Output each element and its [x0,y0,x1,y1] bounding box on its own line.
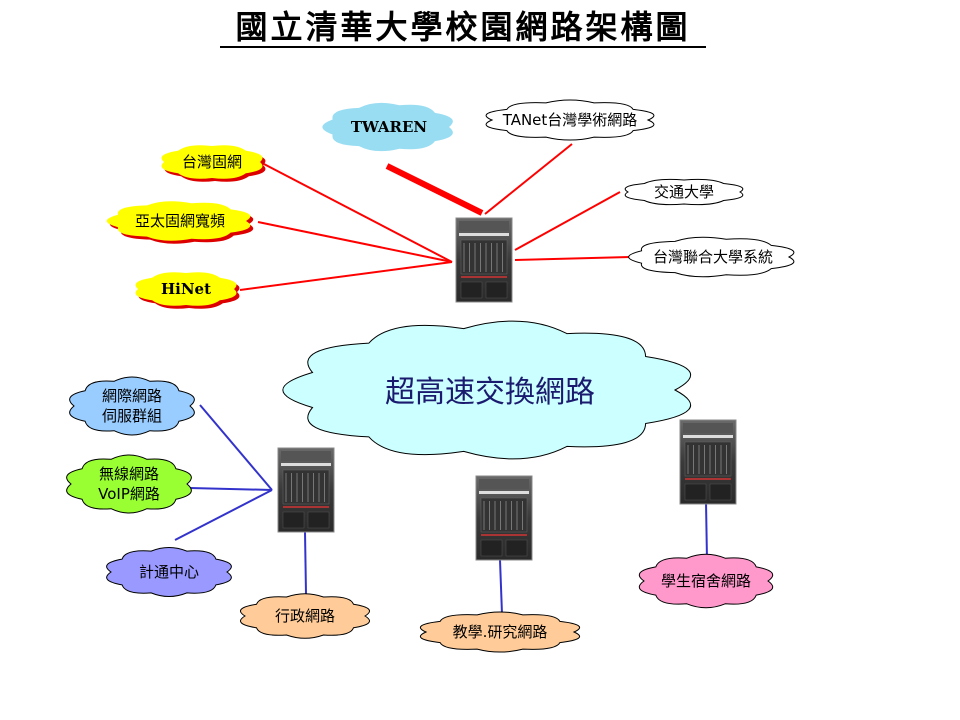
link-apol [257,221,453,263]
link-research [499,559,503,615]
cloud-admin: 行政網路 [240,593,370,639]
cloud-research-label: 教學.研究網路 [453,623,548,641]
cloud-server-shape [69,376,195,436]
cloud-hinet-shape [135,272,237,306]
link-twfixed [261,162,453,263]
core-network-cloud-label: 超高速交換網路 [385,375,595,410]
cloud-research: 教學.研究網路 [419,611,581,653]
link-server [199,404,273,491]
cloud-server-label: 網際網路 [102,387,162,405]
cloud-tanet-shape [485,99,655,141]
core-switch-top [455,217,513,303]
link-admin [304,531,307,595]
cloud-ust-label: 台灣聯合大學系統 [653,248,773,266]
core-network-cloud-shape [282,320,692,460]
cloud-nctu-shape [624,178,744,206]
cloud-research-shape [419,611,581,653]
cloud-dorm-label: 學生宿舍網路 [661,572,751,590]
link-twaren [385,163,484,216]
cloud-dorm-shape [638,553,774,609]
cloud-twfixed: 台灣固網 [161,145,266,182]
link-hinet [239,261,453,291]
cloud-cc-label: 計通中心 [139,563,199,581]
cloud-tanet-label: TANet台灣學術網路 [502,111,638,129]
cloud-wireless-label: 無線網路 [99,465,159,483]
link-dorm [705,501,708,561]
switch-right [679,419,737,505]
core-network-cloud: 超高速交換網路 [282,320,692,460]
cloud-twaren-shape [322,102,453,152]
cloud-twfixed-label: 台灣固網 [182,153,242,171]
cloud-wireless-shape [66,454,192,514]
cloud-nctu: 交通大學 [624,178,744,206]
cloud-admin-shape [240,593,370,639]
cloud-twfixed-shape [161,145,263,179]
cloud-twaren-label: TWAREN [351,118,428,136]
cloud-wireless-label: VoIP網路 [98,485,160,503]
cloud-server-label: 伺服群組 [102,407,162,425]
cloud-ust: 台灣聯合大學系統 [628,236,795,278]
link-cc [174,489,273,541]
cloud-tanet: TANet台灣學術網路 [485,99,655,141]
page-title: 國立清華大學校園網路架構圖 [220,8,706,48]
link-tanet [484,143,573,215]
cloud-hinet: HiNet [135,272,240,309]
link-wireless [189,487,273,491]
cloud-apol-label: 亞太固網寬頻 [135,212,225,230]
cloud-cc-shape [106,546,232,598]
cloud-hinet-label: HiNet [161,280,211,298]
switch-left [277,447,335,533]
link-nctu [514,191,621,251]
cloud-nctu-label: 交通大學 [654,183,714,201]
cloud-ust-shape [628,236,795,278]
cloud-apol-shape [106,201,251,241]
switch-center [475,475,533,561]
cloud-cc: 計通中心 [106,546,232,598]
cloud-twaren: TWAREN [322,102,453,152]
cloud-dorm: 學生宿舍網路 [638,553,774,609]
cloud-admin-label: 行政網路 [275,607,335,625]
cloud-apol: 亞太固網寬頻 [106,201,254,244]
link-ust [514,256,631,261]
cloud-wireless: 無線網路 VoIP網路 [66,454,192,514]
